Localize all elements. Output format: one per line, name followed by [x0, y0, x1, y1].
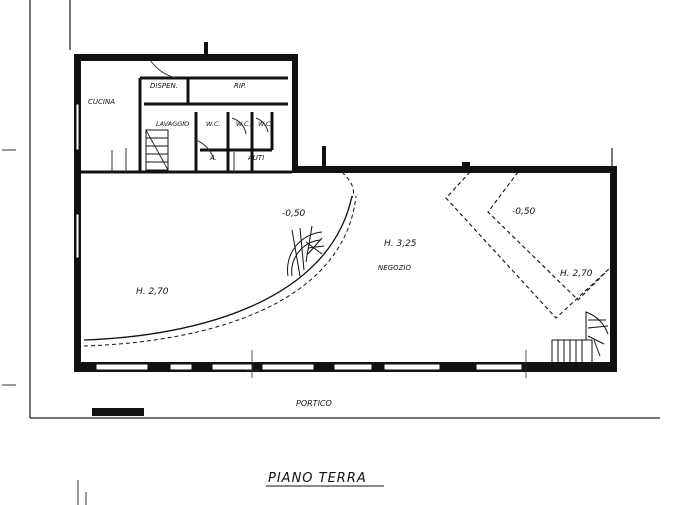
spiral-stair-left	[287, 225, 325, 277]
room-label-auti: AUTI	[247, 154, 264, 162]
room-label-dispensa: DISPEN.	[150, 82, 178, 90]
facade-windows	[75, 103, 523, 371]
height-label-center: H. 3,25	[384, 239, 417, 249]
scale-bar	[92, 408, 144, 416]
room-label-lavaggio: LAVAGGIO	[156, 120, 189, 128]
room-label-wc-3: W.C.	[258, 120, 273, 128]
mezzanine-curve	[83, 171, 357, 347]
room-label-cucina: CUCINA	[88, 98, 115, 106]
interior-partitions	[81, 76, 292, 174]
spiral-stair-right	[551, 311, 609, 365]
height-label-left: H. 2,70	[136, 287, 169, 297]
mezzanine-right-dashed	[445, 171, 611, 319]
room-label-wc-2: W.C.	[236, 120, 251, 128]
room-label-wc-1: W.C.	[206, 120, 221, 128]
room-label-negozio: NEGOZIO	[378, 264, 411, 272]
exterior-walls	[74, 42, 617, 372]
level-label-right: -0,50	[512, 207, 536, 217]
street-label: PORTICO	[296, 399, 332, 408]
axis-marks	[246, 350, 527, 378]
room-label-ripostiglio: RIP.	[234, 82, 246, 90]
door-swings	[111, 59, 269, 172]
room-label-a: A.	[209, 154, 217, 162]
service-stair	[145, 129, 169, 171]
drawing-title: PIANO TERRA	[268, 471, 367, 486]
height-label-right: H. 2,70	[560, 269, 593, 279]
level-label-left: -0,50	[282, 209, 306, 219]
property-boundary	[29, 0, 660, 419]
margin-ticks	[2, 149, 87, 505]
